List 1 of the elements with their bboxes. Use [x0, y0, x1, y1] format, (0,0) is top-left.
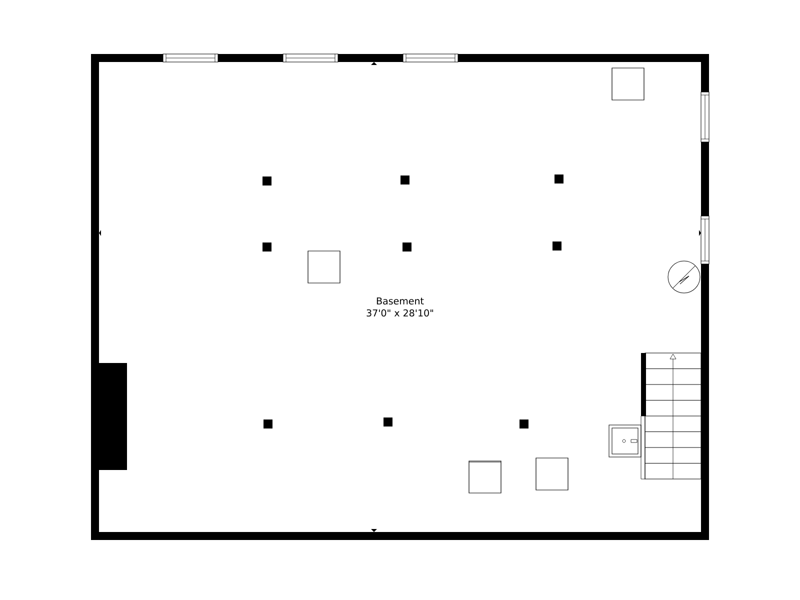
room-label: Basement 37'0" x 28'10"	[366, 297, 434, 317]
